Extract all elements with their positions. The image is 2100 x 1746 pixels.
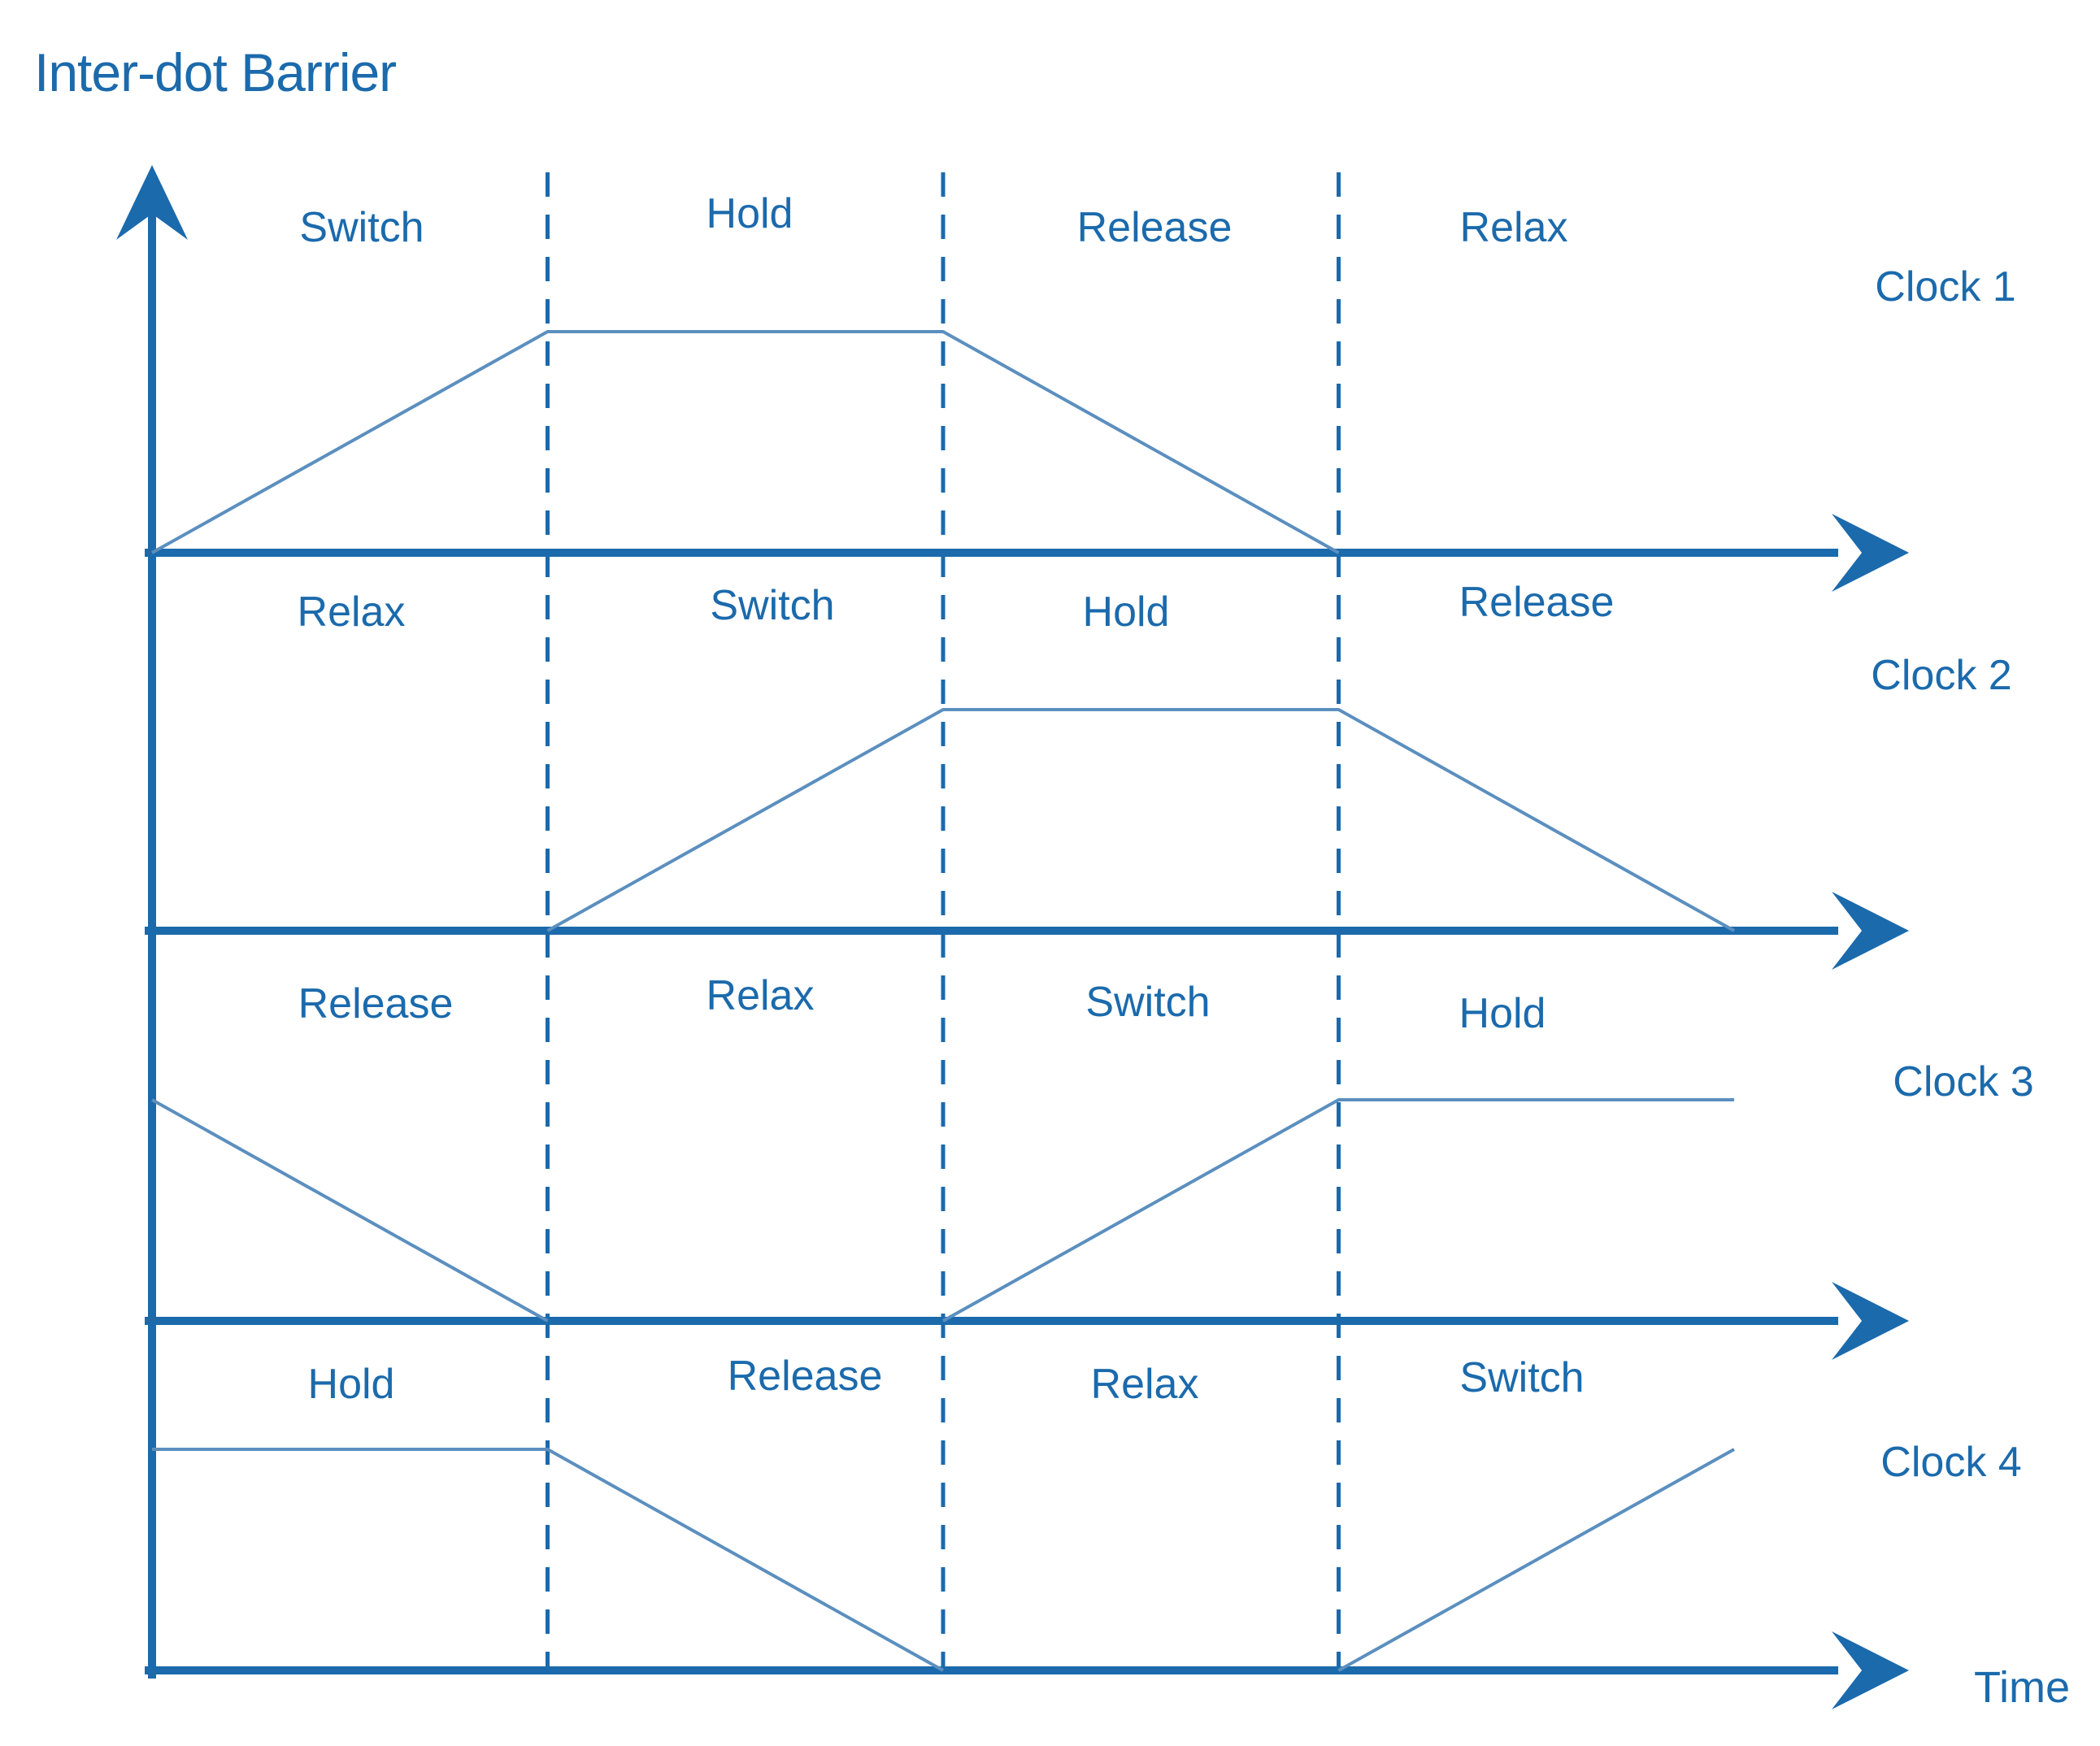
phase-label-clock3-3: Switch — [1085, 979, 1210, 1026]
clock-4-waveform-segment-1 — [152, 1448, 944, 1672]
clock-2-label: Clock 2 — [1871, 652, 2011, 699]
clock-4-waveform-segment-2 — [1337, 1448, 1735, 1672]
phase-label-clock4-4: Switch — [1459, 1354, 1584, 1401]
phase-label-clock1-1: Switch — [299, 204, 424, 251]
phase-divider-layer — [546, 172, 1341, 1673]
clock-4-label: Clock 4 — [1880, 1439, 2021, 1486]
clock-1-label: Clock 1 — [1875, 263, 2015, 311]
phase-label-clock2-3: Hold — [1083, 589, 1170, 636]
diagram-title: Inter-dot Barrier — [34, 42, 396, 102]
phase-label-clock4-2: Release — [728, 1353, 883, 1400]
clock-1-axis-arrowhead — [1832, 514, 1909, 592]
phase-label-clock3-4: Hold — [1459, 990, 1546, 1037]
clock-3-waveform-segment-2 — [942, 1098, 1734, 1323]
y-axis-arrowhead — [116, 165, 188, 240]
clock-4-axis-arrowhead — [1832, 1631, 1909, 1709]
phase-label-clock3-1: Release — [298, 980, 454, 1027]
phase-label-clock4-3: Relax — [1091, 1361, 1199, 1408]
time-axis-label: Time — [1974, 1663, 2070, 1712]
phase-label-clock1-4: Relax — [1460, 204, 1568, 251]
phase-label-clock1-3: Release — [1077, 204, 1233, 251]
phase-label-clock2-1: Relax — [298, 589, 406, 636]
phase-label-clock1-2: Hold — [707, 190, 793, 237]
clock-1-waveform-segment-1 — [151, 330, 1340, 554]
clock-2-axis-arrowhead — [1832, 892, 1909, 970]
waveform-layer — [151, 330, 1735, 1672]
clock-3-waveform-segment-1 — [151, 1098, 549, 1323]
phase-label-clock4-1: Hold — [308, 1361, 395, 1408]
clock-3-label: Clock 3 — [1893, 1058, 2033, 1105]
phase-label-clock2-4: Release — [1459, 579, 1615, 626]
axes-layer — [116, 165, 1909, 1709]
phase-label-clock2-2: Switch — [710, 582, 834, 629]
clock-2-waveform-segment-1 — [546, 708, 1735, 932]
clock-3-axis-arrowhead — [1832, 1282, 1909, 1360]
phase-label-clock3-2: Relax — [707, 972, 815, 1019]
